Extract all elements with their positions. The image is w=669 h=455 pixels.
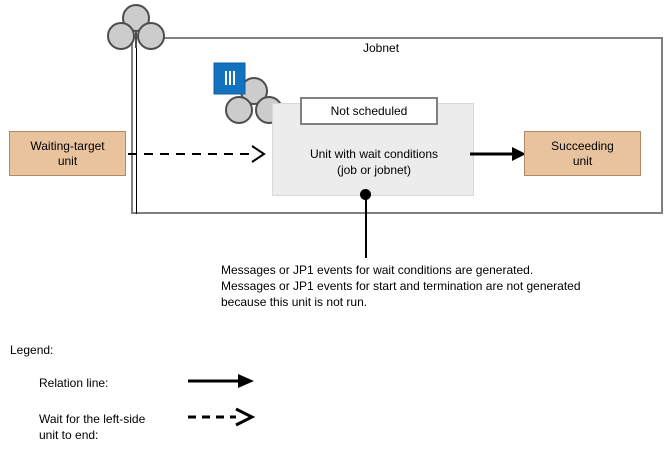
legend-solid-arrow-icon (188, 373, 258, 389)
wait-relation-arrow (128, 144, 276, 164)
jobnet-relation-vertical-line (136, 38, 137, 214)
relation-arrow-to-succeeding-unit (470, 144, 530, 164)
jobnet-icon (106, 2, 168, 54)
legend-item-wait-label: Wait for the left-side unit to end: (39, 412, 146, 442)
legend-item-relation-line-label: Relation line: (39, 376, 109, 390)
not-scheduled-label: Not scheduled (330, 104, 408, 118)
legend-dashed-arrow-icon (188, 407, 258, 427)
jobnet-frame (131, 37, 663, 214)
jobnet-label: Jobnet (363, 41, 400, 55)
annotation-leader-line (365, 196, 367, 258)
annotation-text: Messages or JP1 events for wait conditio… (221, 263, 581, 309)
annotation-leader-dot (360, 189, 371, 200)
waiting-target-unit-label: Waiting-target unit (30, 138, 105, 168)
legend-title: Legend: (10, 343, 54, 357)
unit-with-wait-conditions-label: Unit with wait conditions (job or jobnet… (309, 147, 439, 177)
succeeding-unit-label: Succeeding unit (551, 138, 614, 168)
waiting-target-unit-box: Waiting-target unit (9, 131, 126, 176)
not-scheduled-callout: Not scheduled (300, 97, 438, 125)
succeeding-unit-box: Succeeding unit (524, 131, 641, 176)
